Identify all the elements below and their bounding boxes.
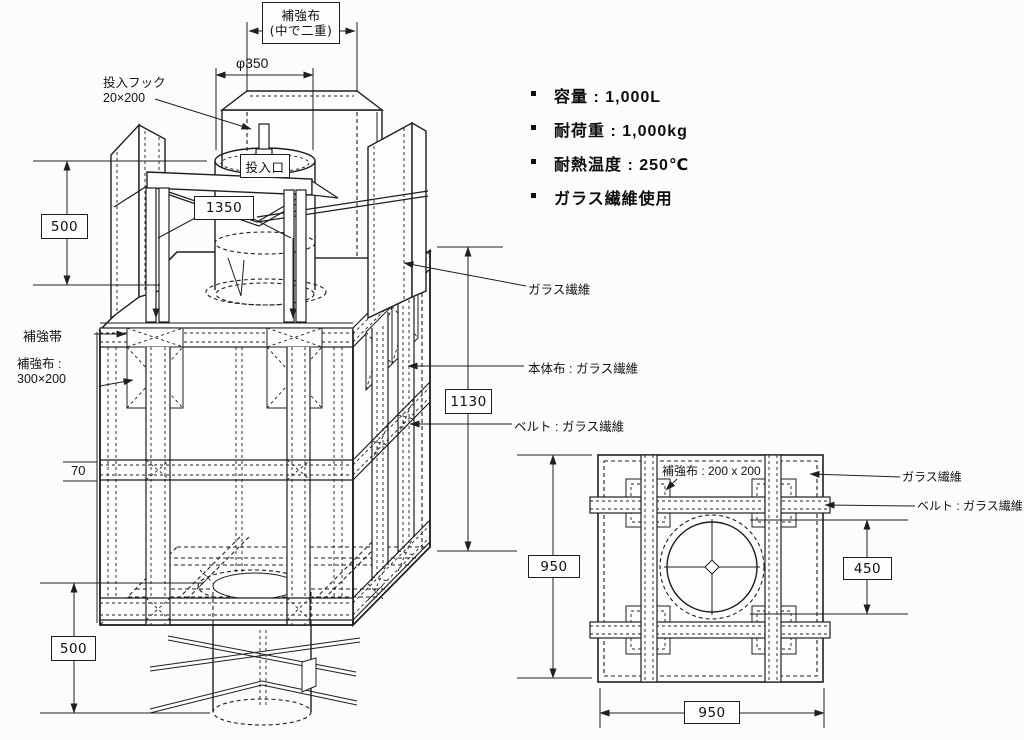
dim-frame-width-box: 1350 — [194, 196, 254, 220]
dim-body-height-box: 1130 — [445, 389, 492, 414]
spec-item-load: 耐荷重 : 1,000kg — [531, 117, 689, 140]
reinforcement-cloth-line2: 300×200 — [17, 372, 67, 386]
bullet-dot-icon — [531, 159, 536, 164]
spec-item-label: 耐荷重 : 1,000kg — [554, 123, 688, 140]
dim-inlet-diameter: φ350 — [236, 55, 269, 71]
dim-base-height-box: 950 — [528, 555, 580, 578]
dim-spout-length-box: 500 — [51, 636, 96, 661]
reinforcement-cloth-label: 補強布 : 300×200 — [17, 357, 66, 387]
base-glass-fiber-label: ガラス繊維 — [902, 470, 962, 484]
discharge-spout — [149, 592, 361, 726]
spec-item-label: 容量 : 1,000L — [554, 89, 662, 106]
inlet-port-label-box: 投入口 — [240, 154, 290, 178]
bullet-dot-icon — [531, 193, 536, 198]
dim-loop-height-box: 500 — [41, 214, 88, 239]
spec-item-label: ガラス繊維使用 — [554, 191, 673, 208]
base-discharge-hole — [659, 514, 765, 620]
dim-base-width-box: 950 — [684, 701, 740, 724]
bullet-dot-icon — [531, 91, 536, 96]
belt-label-main: ベルト : ガラス繊維 — [514, 420, 625, 434]
top-cover-label-line2: (中で二重) — [269, 23, 333, 38]
inlet-hook-label-line2: 20×200 — [103, 91, 146, 105]
spec-item-heat: 耐熱温度 : 250℃ — [531, 151, 689, 174]
top-cover-label-line1: 補強布 — [281, 8, 321, 23]
lifting-frame — [113, 171, 429, 323]
base-belt-label: ベルト : ガラス繊維 — [917, 499, 1023, 513]
bag-body — [96, 248, 432, 627]
dim-base-hole-box: 450 — [843, 557, 892, 580]
spec-item-material: ガラス繊維使用 — [531, 185, 689, 208]
spec-item-capacity: 容量 : 1,000L — [531, 83, 689, 106]
glass-fiber-label-main: ガラス繊維 — [528, 283, 591, 297]
spec-list: 容量 : 1,000L 耐荷重 : 1,000kg 耐熱温度 : 250℃ ガラ… — [531, 83, 689, 219]
reinforcement-cloth-line1: 補強布 : — [17, 357, 62, 371]
spec-item-label: 耐熱温度 : 250℃ — [554, 157, 690, 174]
tie-cords — [149, 635, 361, 714]
reinforcement-band-label: 補強帯 — [23, 329, 63, 344]
dimension-lines — [33, 22, 916, 728]
inlet-hook-label: 投入フック 20×200 — [103, 76, 166, 106]
bullet-dot-icon — [531, 125, 536, 130]
base-view-drawing — [589, 454, 831, 683]
top-cover-label-box: 補強布 (中で二重) — [262, 2, 340, 44]
dim-belt-width: 70 — [71, 463, 86, 478]
inlet-hook-label-line1: 投入フック — [103, 76, 166, 90]
base-reinforcement-cloth-label: 補強布 : 200 x 200 — [662, 464, 761, 478]
body-cloth-label: 本体布 : ガラス繊維 — [528, 362, 639, 376]
